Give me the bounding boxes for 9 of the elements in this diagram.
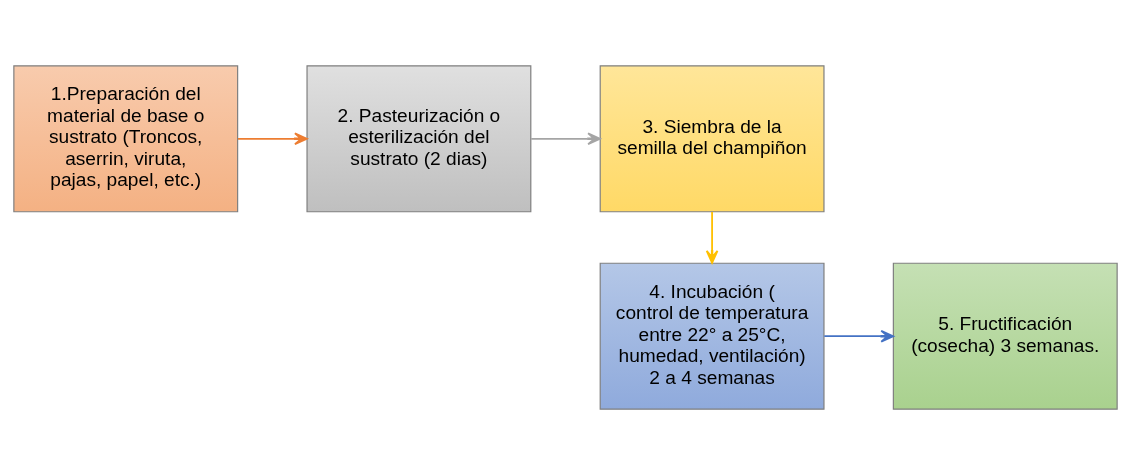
- arrow: [237, 132, 308, 146]
- node-box: 1.Preparación del material de base o sustrato (Troncos, aserrin, viruta, pajas, papel, etc.): [13, 65, 239, 213]
- node-box: 3. Siembra de la semilla del champiñon: [599, 65, 825, 213]
- arrow: [705, 211, 719, 264]
- node-box: 4. Incubación ( control de temperatura entre 22° a 25°C, humedad, ventilación) 2 a 4 semanas: [599, 262, 825, 410]
- node-box: 5. Fructificación (cosecha) 3 semanas.: [892, 262, 1118, 410]
- node-box: 2. Pasteurización o esterilización del sustrato (2 dias): [306, 65, 532, 213]
- arrow: [530, 132, 601, 146]
- arrow: [823, 329, 895, 343]
